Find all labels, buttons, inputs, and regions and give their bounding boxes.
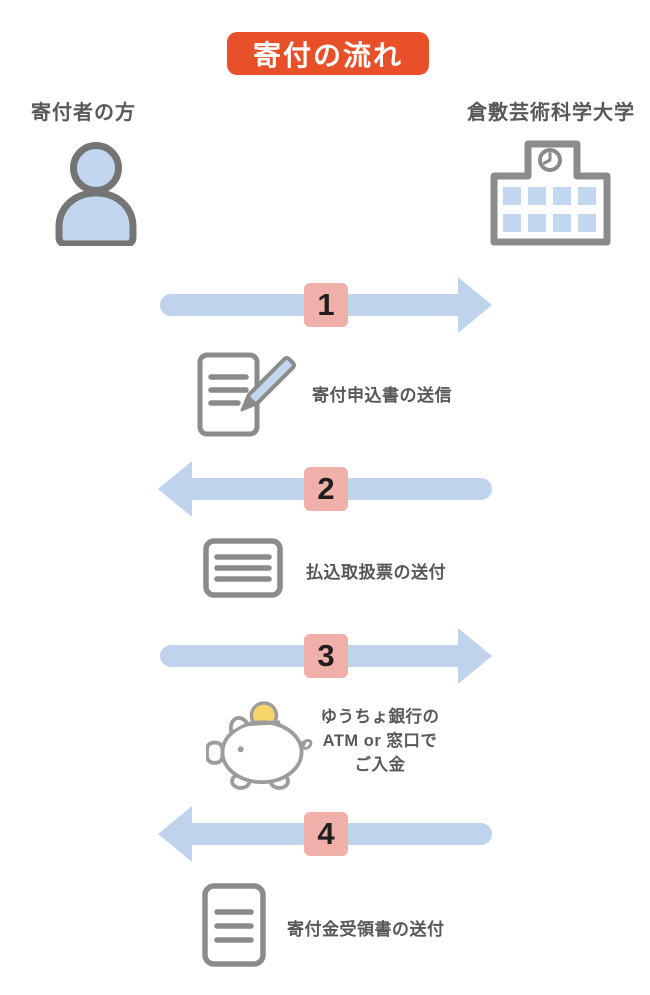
arrow-head-right-icon <box>458 277 492 333</box>
title-banner: 寄付の流れ <box>227 32 429 75</box>
receipt-icon <box>202 883 266 967</box>
step-2-label: 払込取扱票の送付 <box>306 563 446 582</box>
flow-arrow-1: 1 <box>158 277 492 333</box>
flow-arrow-2: 2 <box>158 461 492 517</box>
flow-arrow-3: 3 <box>158 628 492 684</box>
donor-figure <box>54 140 138 251</box>
piggy-bank-icon <box>205 701 313 790</box>
step-3-label: ゆうちょ銀行の ATM or 窓口で ご入金 <box>320 708 440 774</box>
donor-label: 寄付者の方 <box>31 102 136 124</box>
university-figure <box>490 140 611 251</box>
step-4-figure <box>202 883 266 972</box>
arrow-head-left-icon <box>158 461 192 517</box>
step-number-badge: 4 <box>304 812 348 856</box>
payment-slip-icon <box>203 538 283 598</box>
step-1-figure <box>196 352 296 443</box>
step-number-badge: 2 <box>304 467 348 511</box>
university-label: 倉敷芸術科学大学 <box>467 102 635 124</box>
step-number-badge: 3 <box>304 634 348 678</box>
person-icon <box>55 142 137 248</box>
school-building-icon <box>490 140 611 246</box>
step-1-label: 寄付申込書の送信 <box>312 386 452 405</box>
document-pen-icon <box>197 352 296 437</box>
page-title: 寄付の流れ <box>252 39 403 71</box>
step-2-figure <box>203 538 283 603</box>
step-4-label: 寄付金受領書の送付 <box>287 920 445 939</box>
step-number-badge: 1 <box>304 283 348 327</box>
arrow-head-right-icon <box>458 628 492 684</box>
flow-arrow-4: 4 <box>158 806 492 862</box>
arrow-head-left-icon <box>158 806 192 862</box>
step-3-figure <box>205 698 318 796</box>
